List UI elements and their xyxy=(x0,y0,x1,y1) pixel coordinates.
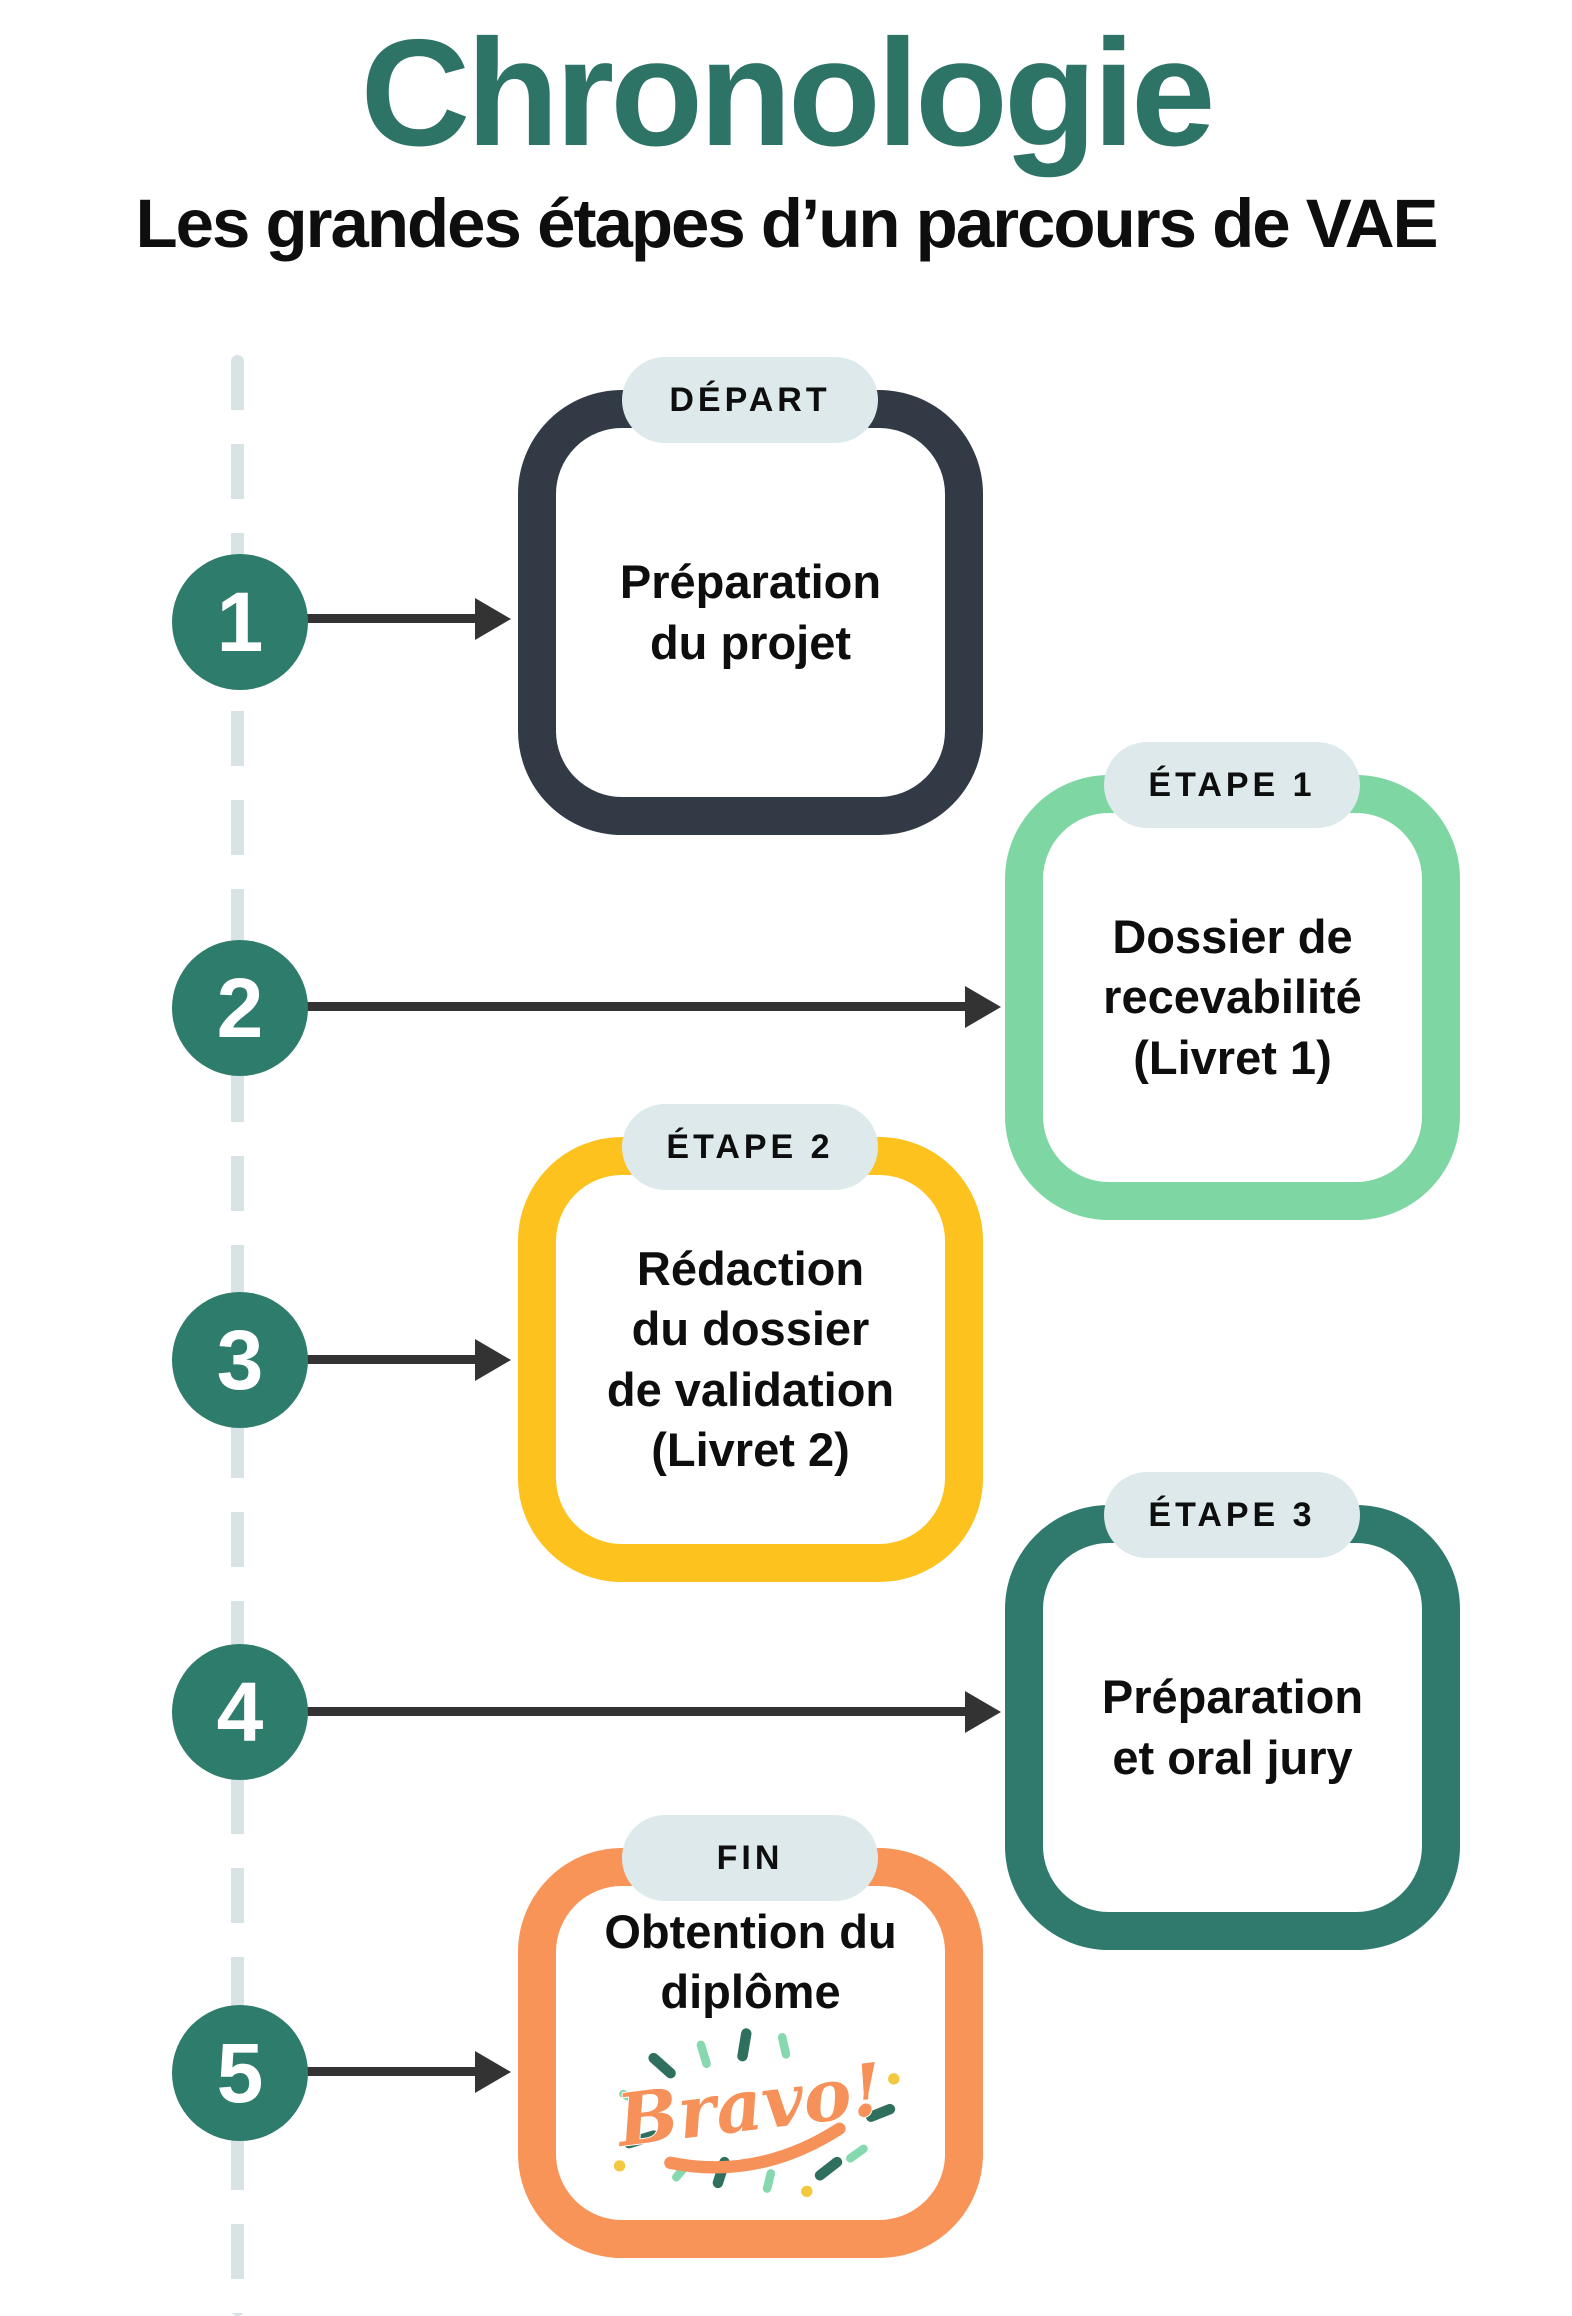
arrow-icon-1 xyxy=(306,614,476,623)
step-badge-depart: DÉPART xyxy=(622,357,878,443)
arrow-icon-3 xyxy=(306,1355,476,1364)
step-card-obtention-diplome: Obtention du diplôme xyxy=(518,1848,983,2258)
step-badge-etape-1: ÉTAPE 1 xyxy=(1104,742,1360,828)
step-circle-2: 2 xyxy=(172,940,308,1076)
step-circle-1: 1 xyxy=(172,554,308,690)
step-card-label: Préparation et oral jury xyxy=(1101,1670,1364,1784)
badge-label: ÉTAPE 2 xyxy=(666,1127,834,1166)
step-circle-5: 5 xyxy=(172,2005,308,2141)
badge-label: FIN xyxy=(716,1838,784,1877)
step-circle-4: 4 xyxy=(172,1644,308,1780)
badge-label: ÉTAPE 1 xyxy=(1148,765,1316,804)
step-card-label: Dossier de recevabilité (Livret 1) xyxy=(1103,910,1362,1084)
step-card-preparation-oral-jury: Préparation et oral jury xyxy=(1005,1505,1460,1950)
step-badge-fin: FIN xyxy=(622,1815,878,1901)
bravo-graphic: Bravo! xyxy=(595,2024,907,2213)
step-card-label: Préparation du projet xyxy=(619,555,882,669)
step-badge-etape-2: ÉTAPE 2 xyxy=(622,1104,878,1190)
page-subtitle: Les grandes étapes d’un parcours de VAE xyxy=(135,185,1438,262)
step-number: 3 xyxy=(216,1312,264,1407)
step-card-dossier-recevabilite: Dossier de recevabilité (Livret 1) xyxy=(1005,775,1460,1220)
step-number: 5 xyxy=(216,2025,264,2120)
confetti-yellow-dots xyxy=(613,2073,899,2198)
bravo-underline-swash xyxy=(663,2122,846,2174)
badge-label: DÉPART xyxy=(669,380,831,419)
bravo-illustration: Bravo! xyxy=(609,2028,899,2198)
step-number: 1 xyxy=(216,574,264,669)
step-card-redaction-dossier: Rédaction du dossier de validation (Livr… xyxy=(518,1137,983,1582)
badge-label: ÉTAPE 3 xyxy=(1148,1495,1316,1534)
arrow-icon-4 xyxy=(298,1707,966,1716)
step-card-label: Obtention du diplôme xyxy=(604,1905,897,2019)
step-number: 2 xyxy=(216,960,264,1055)
step-number: 4 xyxy=(216,1664,264,1759)
step-card-preparation-projet: Préparation du projet xyxy=(518,390,983,835)
arrow-icon-5 xyxy=(306,2067,476,2076)
step-badge-etape-3: ÉTAPE 3 xyxy=(1104,1472,1360,1558)
step-card-label: Rédaction du dossier de validation (Livr… xyxy=(606,1242,895,1476)
bravo-text: Bravo! xyxy=(610,2047,887,2163)
step-circle-3: 3 xyxy=(172,1292,308,1428)
page-title: Chronologie xyxy=(360,8,1215,178)
arrow-icon-2 xyxy=(298,1002,966,1011)
